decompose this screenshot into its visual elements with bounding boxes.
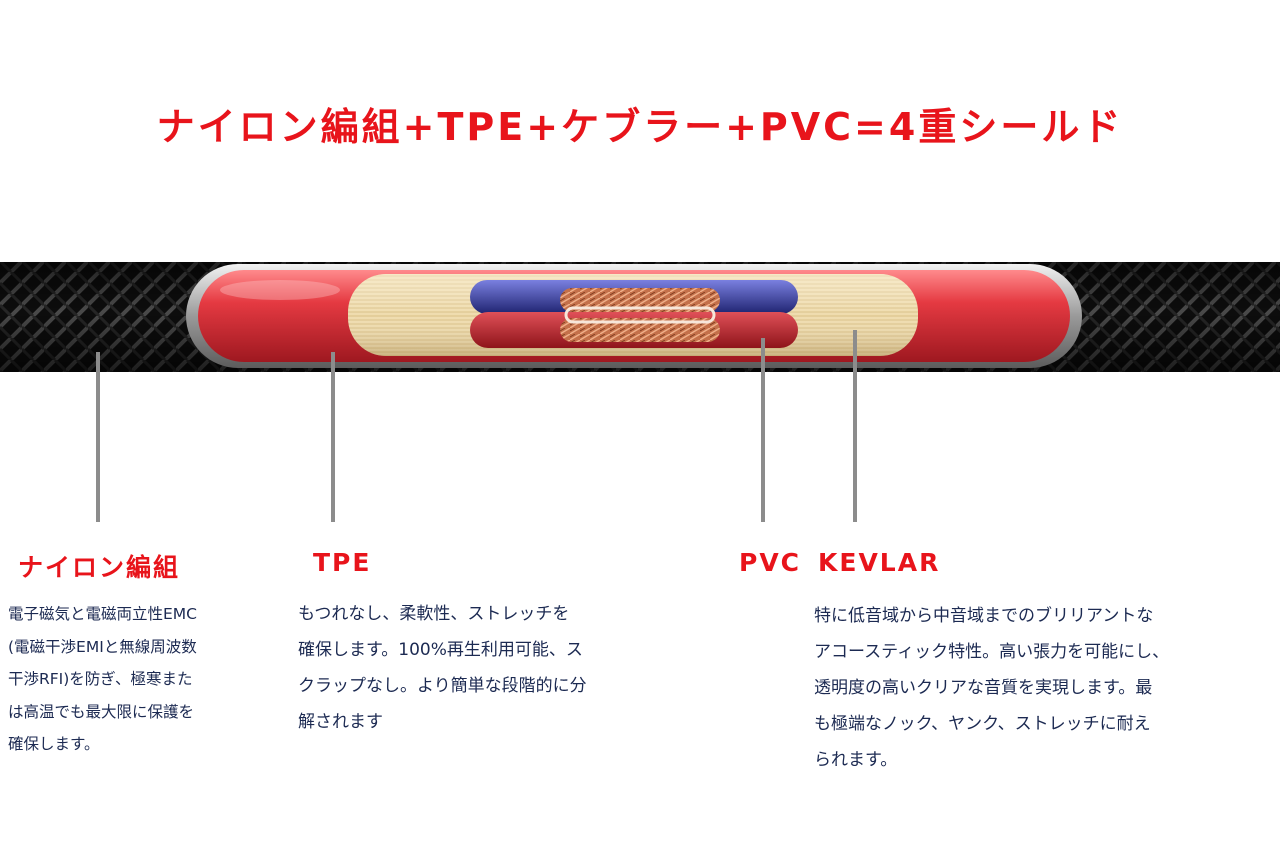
description-nylon-braid: 電子磁気と電磁両立性EMC (電磁干渉EMIと無線周波数 干渉RFI)を防ぎ、極… — [8, 605, 197, 753]
cable-cross-section-diagram — [0, 262, 1280, 522]
copper-conductor — [560, 288, 720, 342]
label-pvc: PVC — [739, 548, 802, 577]
label-nylon-braid: ナイロン編組 — [18, 553, 181, 582]
page-title: ナイロン編組+TPE+ケブラー+PVC=4重シールド — [156, 105, 1124, 149]
description-kevlar: 特に低音域から中音域までのブリリアントな アコースティック特性。高い張力を可能に… — [814, 606, 1170, 770]
label-tpe: TPE — [313, 548, 372, 577]
description-tpe: もつれなし、柔軟性、ストレッチを 確保します。100%再生利用可能、ス クラップ… — [298, 604, 587, 732]
label-kevlar: KEVLAR — [818, 548, 941, 577]
pointer-lines — [96, 330, 857, 522]
